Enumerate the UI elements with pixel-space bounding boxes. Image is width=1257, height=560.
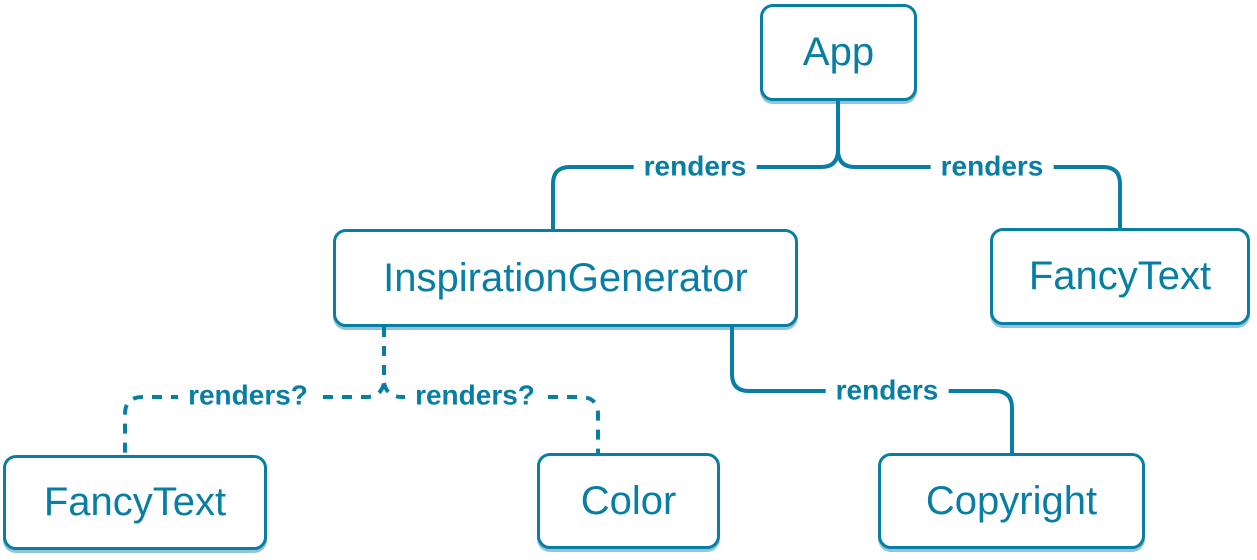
node-copyright: Copyright xyxy=(878,453,1145,549)
edge-label-inspiration-generator-fancy-text-bottom: renders? xyxy=(178,380,318,412)
connector-inspiration-generator-color xyxy=(382,382,600,453)
node-fancy-text-top: FancyText xyxy=(990,228,1250,325)
node-fancy-text-top-label: FancyText xyxy=(1028,254,1212,298)
node-color-label: Color xyxy=(580,478,677,523)
node-copyright-label: Copyright xyxy=(925,478,1098,523)
node-fancy-text-bottom-label: FancyText xyxy=(43,480,227,524)
node-inspiration-generator: InspirationGenerator xyxy=(333,229,798,327)
node-app: App xyxy=(760,4,917,101)
node-inspiration-generator-label: InspirationGenerator xyxy=(383,255,748,300)
node-fancy-text-bottom: FancyText xyxy=(3,455,267,550)
node-app-label: App xyxy=(802,30,875,74)
node-color: Color xyxy=(537,453,720,549)
edge-label-app-fancy-text-top: renders xyxy=(930,151,1054,183)
edge-label-inspiration-generator-color: renders? xyxy=(405,380,545,412)
edge-label-inspiration-generator-copyright: renders xyxy=(825,375,949,407)
edge-label-app-inspiration-generator: renders xyxy=(633,151,757,183)
